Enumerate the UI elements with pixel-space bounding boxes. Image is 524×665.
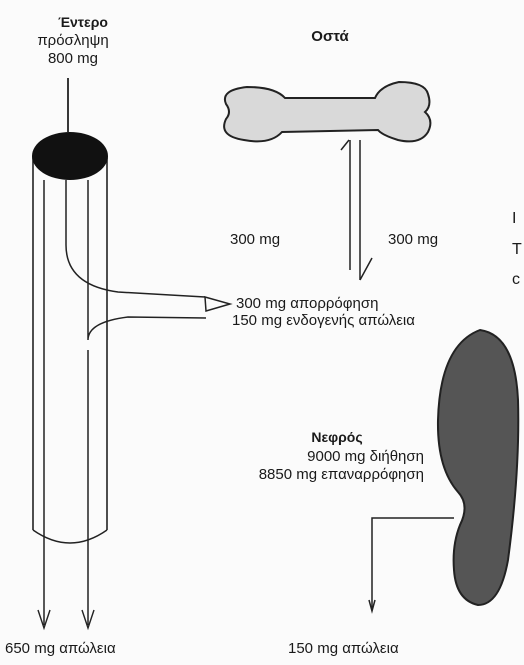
edge-fragment-3: c: [512, 271, 520, 288]
intestine-title: Έντερο: [28, 14, 138, 31]
absorption-arrowhead: [205, 297, 230, 311]
bones-title: Οστά: [290, 28, 370, 45]
intestine-intake-label: πρόσληψη: [18, 32, 128, 49]
edge-fragment-2: T: [512, 241, 522, 258]
kidney-loss-label: 150 mg απώλεια: [288, 640, 399, 657]
intestine-inner-flow: [44, 180, 206, 625]
bone-flow-arrows: [341, 140, 372, 280]
bones-right-flow: 300 mg: [388, 231, 438, 248]
intestine-loss-label: 650 mg απώλεια: [5, 640, 116, 657]
intestine-intake-amount: 800 mg: [18, 50, 128, 67]
bone-shape: [224, 82, 430, 141]
tube-bottom-arrows: [38, 610, 94, 628]
edge-fragment-1: I: [512, 210, 516, 227]
absorption-label: 300 mg απορρόφηση: [236, 295, 378, 312]
kidney-filtration-label: 9000 mg διήθηση: [230, 448, 424, 465]
endogenous-loss-label: 150 mg ενδογενής απώλεια: [232, 312, 415, 329]
kidney-outflow: [369, 518, 454, 611]
kidney-title: Νεφρός: [292, 429, 382, 446]
kidney-shape: [438, 330, 518, 605]
bones-left-flow: 300 mg: [230, 231, 280, 248]
tube-top-cap: [32, 132, 108, 180]
kidney-reabsorption-label: 8850 mg επαναρρόφηση: [196, 466, 424, 483]
